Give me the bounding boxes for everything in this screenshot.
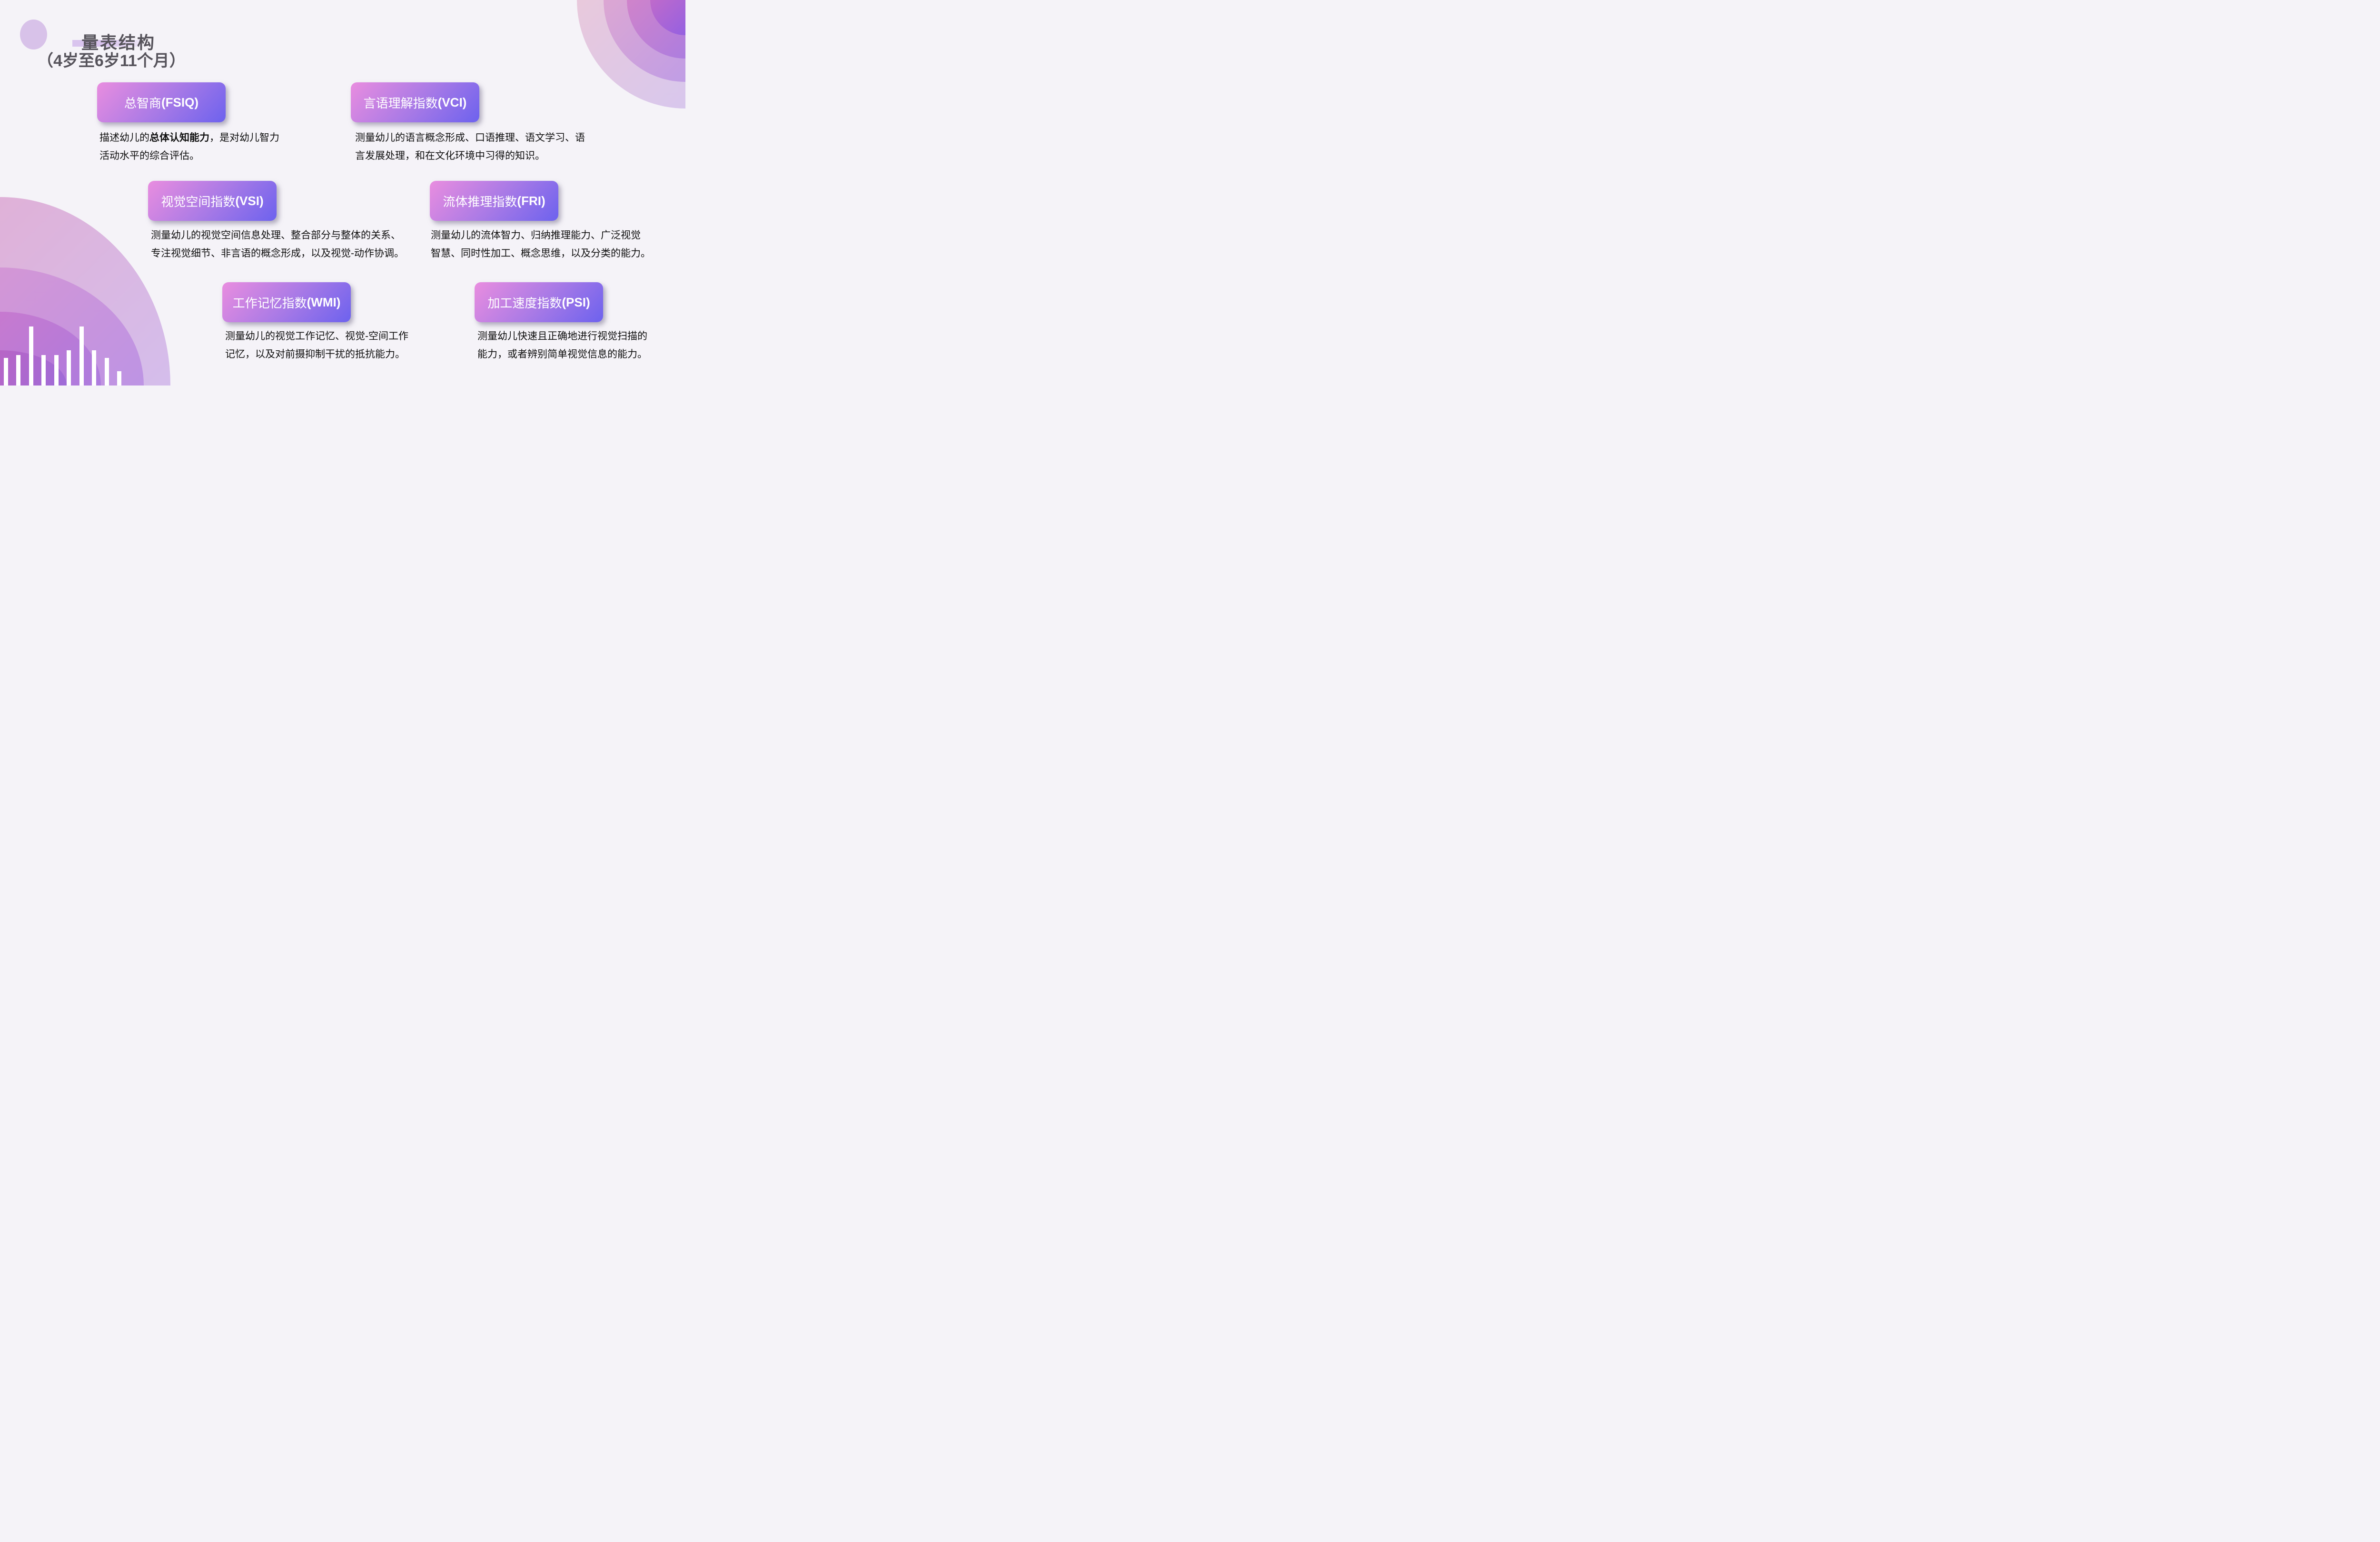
- description-line: 活动水平的综合评估。: [99, 150, 199, 161]
- card-fri-description: 测量幼儿的流体智力、归纳推理能力、广泛视觉 智慧、同时性加工、概念思维，以及分类…: [431, 227, 651, 263]
- card-vsi-description: 测量幼儿的视觉空间信息处理、整合部分与整体的关系、 专注视觉细节、非言语的概念形…: [151, 227, 404, 263]
- bar: [92, 350, 96, 386]
- card-vci-label-zh: 言语理解指数: [363, 96, 438, 110]
- card-fri-label-en: (FRI): [517, 193, 545, 208]
- card-vci-label-en: (VCI): [437, 95, 467, 109]
- presentation-slide: 量表结构 （4岁至6岁11个月） 总智商(FSIQ) 描述幼儿的总体认知能力，是…: [0, 0, 685, 386]
- page-title-line2: （4岁至6岁11个月）: [37, 52, 186, 70]
- card-fsiq-label-zh: 总智商: [124, 96, 161, 110]
- description-text: ，是对幼儿智力: [209, 132, 279, 143]
- circle-decoration-top-left: [20, 20, 47, 49]
- page-title-line1: 量表结构: [81, 33, 156, 52]
- description-line: 测量幼儿的流体智力、归纳推理能力、广泛视觉: [431, 230, 641, 241]
- title-highlight-bar: [72, 40, 142, 47]
- description-line: 智慧、同时性加工、概念思维，以及分类的能力。: [431, 248, 651, 259]
- equalizer-bars-decoration: [0, 319, 143, 386]
- description-line: 测量幼儿的视觉空间信息处理、整合部分与整体的关系、: [151, 230, 401, 241]
- card-psi-label-zh: 加工速度指数: [487, 296, 562, 310]
- card-vsi-label-en: (VSI): [235, 193, 264, 208]
- description-line: 专注视觉细节、非言语的概念形成，以及视觉-动作协调。: [151, 248, 404, 259]
- card-psi: 加工速度指数(PSI): [475, 282, 603, 322]
- description-line: 测量幼儿快速且正确地进行视觉扫描的: [477, 331, 647, 342]
- description-line: 言发展处理，和在文化环境中习得的知识。: [355, 150, 545, 161]
- bar: [54, 355, 59, 386]
- bar: [29, 326, 33, 386]
- bar: [117, 371, 121, 386]
- card-fri: 流体推理指数(FRI): [430, 181, 558, 221]
- card-psi-label-en: (PSI): [562, 295, 590, 309]
- card-wmi: 工作记忆指数(WMI): [222, 282, 351, 322]
- card-psi-description: 测量幼儿快速且正确地进行视觉扫描的 能力，或者辨别简单视觉信息的能力。: [477, 327, 647, 364]
- description-line: 记忆，以及对前摄抑制干扰的抵抗能力。: [225, 349, 405, 360]
- card-wmi-description: 测量幼儿的视觉工作记忆、视觉-空间工作 记忆，以及对前摄抑制干扰的抵抗能力。: [225, 327, 408, 364]
- card-wmi-label-en: (WMI): [307, 295, 341, 309]
- bar: [41, 355, 46, 386]
- bar: [4, 358, 8, 386]
- card-wmi-label-zh: 工作记忆指数: [232, 296, 307, 310]
- card-fsiq-description: 描述幼儿的总体认知能力，是对幼儿智力 活动水平的综合评估。: [99, 129, 279, 165]
- description-text: 描述幼儿的: [99, 132, 149, 143]
- description-bold-text: 总体认知能力: [149, 132, 209, 143]
- card-fri-label-zh: 流体推理指数: [443, 194, 517, 209]
- card-vci-description: 测量幼儿的语言概念形成、口语推理、语文学习、语 言发展处理，和在文化环境中习得的…: [355, 129, 585, 165]
- bar: [67, 350, 71, 386]
- card-fsiq: 总智商(FSIQ): [97, 82, 226, 122]
- description-line: 测量幼儿的语言概念形成、口语推理、语文学习、语: [355, 132, 585, 143]
- card-fsiq-label-en: (FSIQ): [161, 95, 198, 109]
- description-line: 能力，或者辨别简单视觉信息的能力。: [477, 349, 647, 360]
- bar: [16, 355, 20, 386]
- bar: [79, 326, 84, 386]
- card-vci: 言语理解指数(VCI): [351, 82, 479, 122]
- card-vsi-label-zh: 视觉空间指数: [161, 194, 236, 209]
- description-line: 描述幼儿的总体认知能力，是对幼儿智力: [99, 129, 279, 147]
- bar: [105, 358, 109, 386]
- description-line: 测量幼儿的视觉工作记忆、视觉-空间工作: [225, 331, 408, 342]
- card-vsi: 视觉空间指数(VSI): [148, 181, 277, 221]
